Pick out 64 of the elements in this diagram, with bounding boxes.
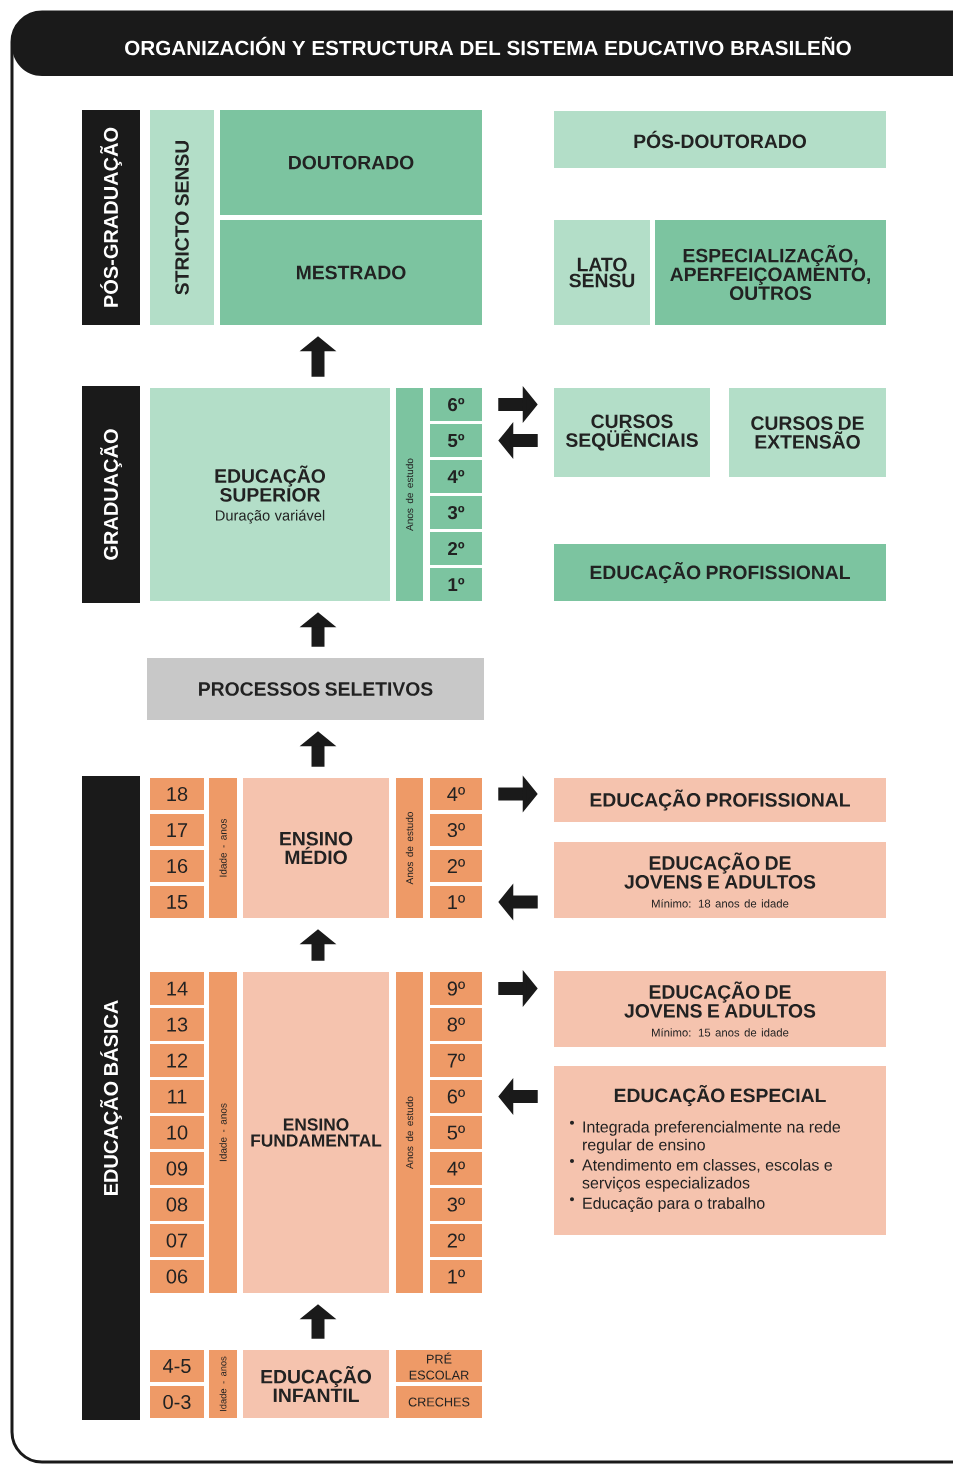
age-cell: 16 xyxy=(150,850,204,882)
age-cell: 08 xyxy=(150,1188,204,1221)
age-cell: 13 xyxy=(150,1008,204,1041)
grade-cell: 1º xyxy=(430,1260,482,1293)
stage-cell: CRECHES xyxy=(396,1386,482,1418)
level-box: EDUCAÇÃO PROFISSIONAL xyxy=(554,544,886,601)
age-cell: 18 xyxy=(150,778,204,810)
grade-cell: 7º xyxy=(430,1044,482,1077)
grade-cell: 4º xyxy=(430,460,482,493)
age-cell: 4-5 xyxy=(150,1350,204,1382)
title-bar: ORGANIZACIÓN Y ESTRUCTURA DEL SISTEMA EDUCATIVO BRASILEÑO xyxy=(12,12,953,76)
grade-cell: 3º xyxy=(430,814,482,846)
age-cell: 07 xyxy=(150,1224,204,1257)
axis-label-bar: Idade - anos xyxy=(209,778,237,918)
level-box: EDUCAÇÃO INFANTIL xyxy=(243,1350,389,1418)
level-box: CURSOS SEQÜÊNCIAIS xyxy=(554,388,710,477)
axis-label-bar: Anos de estudo xyxy=(396,388,423,601)
age-cell: 12 xyxy=(150,1044,204,1077)
level-box: EDUCAÇÃO ESPECIAL Integrada preferencialmente na rede regular de ensino Atendimento em classes, escolas e serviços especializados Educação para o trabalho xyxy=(554,1066,886,1235)
level-box: ENSINO FUNDAMENTAL xyxy=(243,972,389,1293)
grade-cell: 4º xyxy=(430,1152,482,1185)
level-box: EDUCAÇÃO DE JOVENS E ADULTOS Mínimo: 18 anos de idade xyxy=(554,842,886,918)
grade-cell: 1º xyxy=(430,568,482,601)
section-band: EDUCAÇÃO BÁSICA xyxy=(82,776,140,1420)
age-cell: 06 xyxy=(150,1260,204,1293)
age-cell: 14 xyxy=(150,972,204,1005)
grade-cell: 1º xyxy=(430,886,482,918)
grade-cell: 2º xyxy=(430,532,482,565)
grade-cell: 2º xyxy=(430,1224,482,1257)
level-box: EDUCAÇÃO PROFISSIONAL xyxy=(554,778,886,822)
age-cell: 15 xyxy=(150,886,204,918)
grade-cell: 8º xyxy=(430,1008,482,1041)
level-box: DOUTORADO xyxy=(220,110,482,215)
section-band: PÓS-GRADUAÇÃO xyxy=(82,110,140,325)
axis-label-bar: Anos de estudo xyxy=(396,972,423,1293)
grade-cell: 3º xyxy=(430,496,482,529)
axis-label-bar: Anos de estudo xyxy=(396,778,423,918)
level-box: PÓS-DOUTORADO xyxy=(554,111,886,168)
level-box: ENSINO MÉDIO xyxy=(243,778,389,918)
age-cell: 0-3 xyxy=(150,1386,204,1418)
section-band: GRADUAÇÃO xyxy=(82,386,140,603)
level-box: MESTRADO xyxy=(220,220,482,325)
category-band: STRICTO SENSU xyxy=(150,110,214,325)
grade-cell: 5º xyxy=(430,424,482,457)
grade-cell: 4º xyxy=(430,778,482,810)
grade-cell: 9º xyxy=(430,972,482,1005)
stage-cell: PRÉ ESCOLAR xyxy=(396,1350,482,1382)
age-cell: 17 xyxy=(150,814,204,846)
grade-cell: 5º xyxy=(430,1116,482,1149)
age-cell: 09 xyxy=(150,1152,204,1185)
level-box: EDUCAÇÃO DE JOVENS E ADULTOS Mínimo: 15 anos de idade xyxy=(554,971,886,1047)
grade-cell: 6º xyxy=(430,1080,482,1113)
age-cell: 10 xyxy=(150,1116,204,1149)
level-box: EDUCAÇÃO SUPERIOR Duração variável xyxy=(150,388,390,601)
grade-cell: 2º xyxy=(430,850,482,882)
axis-label-bar: Idade - anos xyxy=(209,1350,237,1418)
level-box: CURSOS DE EXTENSÃO xyxy=(729,388,886,477)
grade-cell: 6º xyxy=(430,388,482,421)
level-box: PROCESSOS SELETIVOS xyxy=(147,658,484,720)
age-cell: 11 xyxy=(150,1080,204,1113)
level-box: LATO SENSU xyxy=(554,220,650,325)
level-box: ESPECIALIZAÇÃO, APERFEIÇOAMENTO, OUTROS xyxy=(655,220,886,325)
grade-cell: 3º xyxy=(430,1188,482,1221)
axis-label-bar: Idade - anos xyxy=(209,972,237,1293)
